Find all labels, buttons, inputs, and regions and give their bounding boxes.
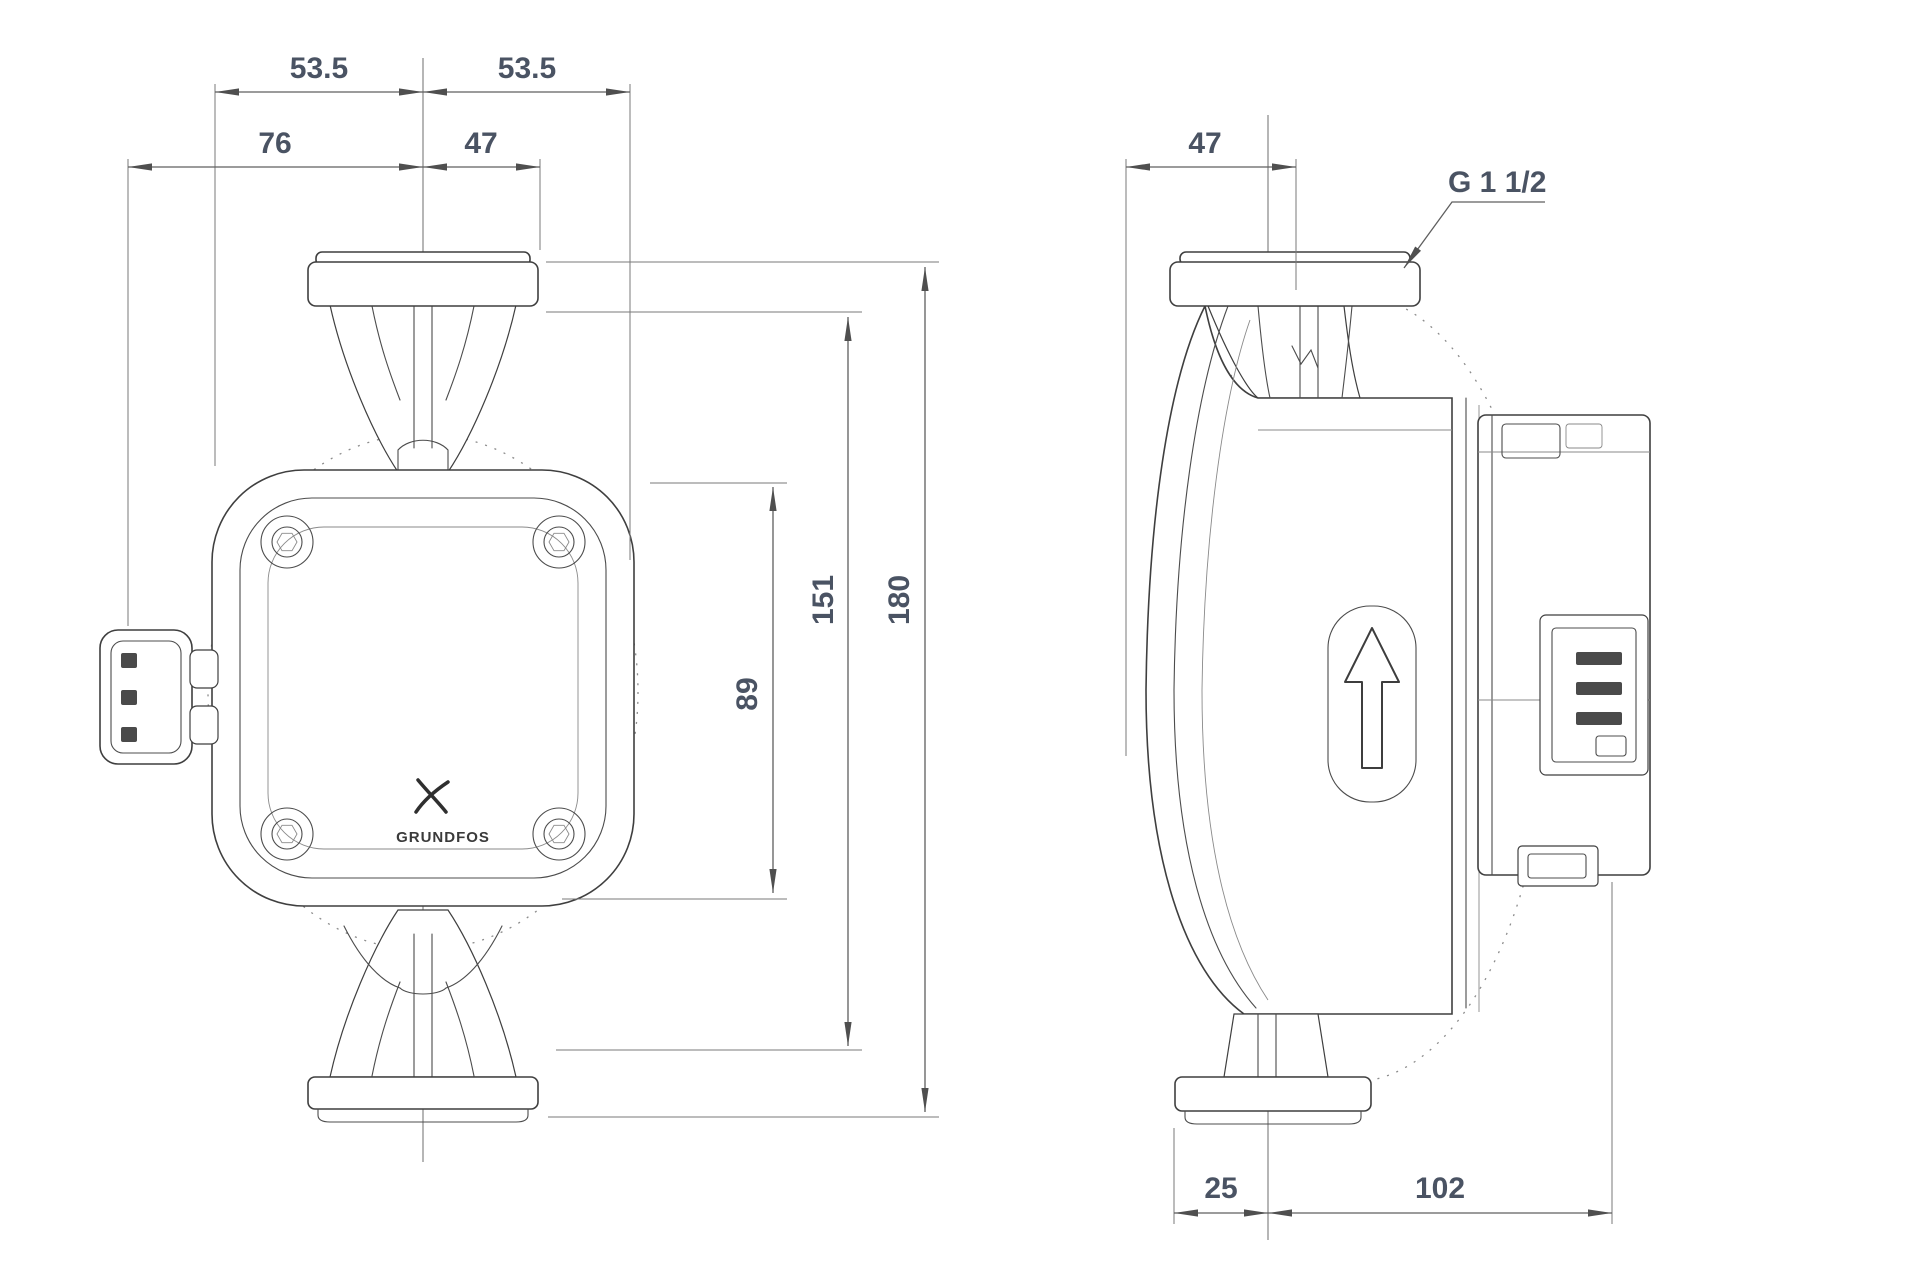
connector-pin: [121, 727, 137, 742]
dim-label-89: 89: [731, 677, 764, 710]
dim-label-47-side: 47: [1188, 127, 1221, 160]
flow-direction-badge: [1327, 605, 1417, 803]
front-dimensions: 53.5 53.5 76 47 89 151 180: [127, 52, 939, 1118]
bolt-boss-bottom-left: [260, 807, 314, 861]
side-view: [1145, 115, 1651, 1240]
bolt-boss-bottom-right: [532, 807, 586, 861]
side-dimensions: 47 G 1 1/2 25 102: [1125, 127, 1613, 1224]
side-top-flange: [1169, 251, 1421, 307]
terminal-plug: [1539, 614, 1649, 776]
terminal-pin: [1576, 652, 1622, 665]
thread-label: G 1 1/2: [1448, 166, 1546, 199]
front-bottom-neck: [329, 909, 517, 1078]
terminal-pin: [1576, 682, 1622, 695]
dim-label-76: 76: [258, 127, 291, 160]
front-view: GRUNDFOS: [99, 58, 639, 1162]
dim-label-25: 25: [1204, 1172, 1237, 1205]
bolt-boss-top-right: [532, 515, 586, 569]
rotation-envelope-dashed-circle: [207, 433, 639, 951]
grundfos-logo-text: GRUNDFOS: [396, 829, 490, 846]
dim-label-151: 151: [807, 575, 840, 625]
control-box: [1477, 414, 1651, 887]
flow-arrow-up-icon: [1344, 627, 1400, 769]
front-top-neck: [329, 304, 517, 473]
front-top-flange: [307, 251, 539, 307]
plug-connector: [99, 629, 219, 765]
terminal-pin: [1576, 712, 1622, 725]
dim-label-180: 180: [883, 575, 916, 625]
connector-pin: [121, 653, 137, 668]
connector-pin: [121, 690, 137, 705]
side-body: [1145, 303, 1480, 1015]
thread-leader-line: [1403, 201, 1545, 269]
side-bottom-flange: [1174, 1013, 1372, 1125]
dim-label-102: 102: [1415, 1172, 1465, 1205]
grundfos-logo: GRUNDFOS: [396, 778, 490, 846]
front-bottom-flange: [307, 1076, 539, 1123]
dim-label-53-5-right: 53.5: [498, 52, 556, 85]
grundfos-logo-icon: [416, 778, 448, 814]
dim-label-47-front: 47: [464, 127, 497, 160]
bolt-boss-top-left: [260, 515, 314, 569]
pump-housing: GRUNDFOS: [211, 469, 635, 907]
dim-label-53-5-left: 53.5: [290, 52, 348, 85]
